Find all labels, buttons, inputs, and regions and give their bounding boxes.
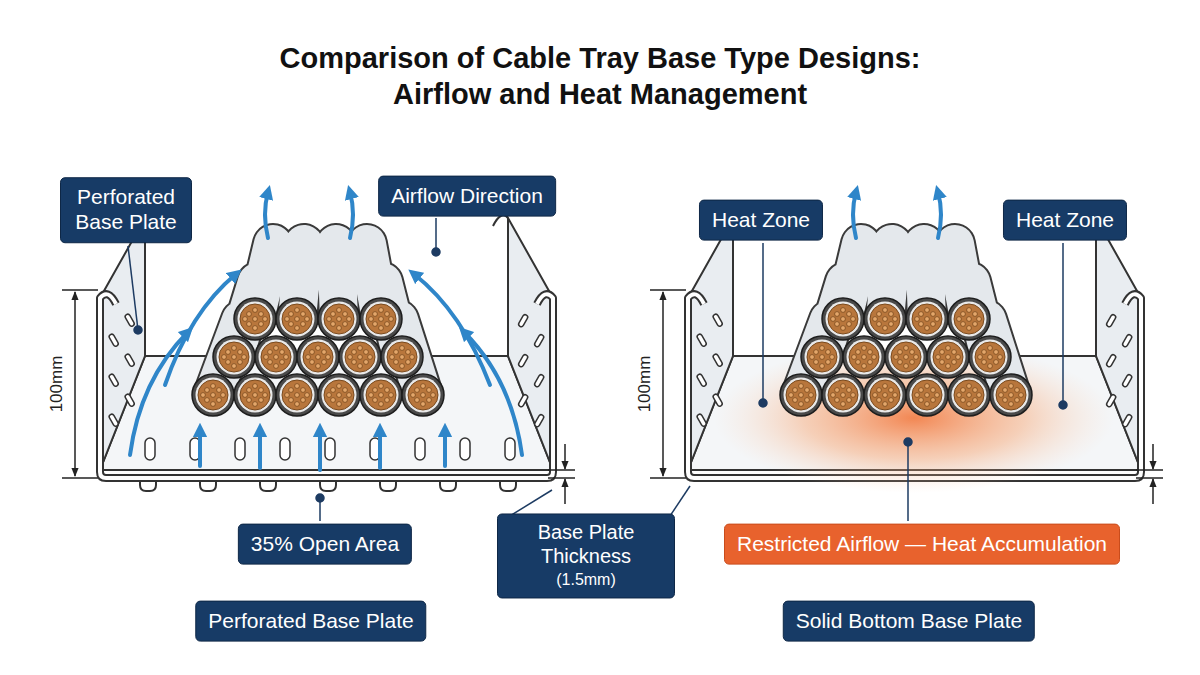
callout-box: 35% Open Area <box>238 524 412 565</box>
callout-box: Base Plate Thickness (1.5mm) <box>497 513 675 598</box>
dimension-lines <box>62 477 98 479</box>
solid-tray <box>780 244 1032 416</box>
airflow-arrows <box>350 192 353 238</box>
box-text: Heat Zone <box>712 208 810 233</box>
leader-lines <box>1062 243 1064 405</box>
dimension-lines <box>564 444 566 469</box>
warning-box: Restricted Airflow — Heat Accumulation <box>724 524 1120 565</box>
box-text: Airflow Direction <box>391 184 543 209</box>
base-corrugation <box>140 480 516 491</box>
leader-lines <box>316 494 324 502</box>
airflow-arrows <box>378 430 382 468</box>
dimension-lines <box>650 289 686 291</box>
dimension-lines <box>62 289 98 291</box>
box-subtext: (1.5mm) <box>510 572 662 591</box>
leader-lines <box>435 218 437 252</box>
floor-perforations <box>460 438 470 460</box>
leader-lines <box>1059 401 1067 409</box>
airflow-arrows <box>165 274 236 385</box>
floor-perforations <box>325 438 335 460</box>
box-text: Perforated Base Plate <box>73 185 179 235</box>
dimension-lines <box>650 477 686 479</box>
airflow-arrows <box>853 192 941 238</box>
floor-perforations <box>505 438 515 460</box>
dimension-lines <box>1136 469 1163 471</box>
perforated-tray <box>100 215 553 478</box>
airflow-arrows <box>318 430 322 470</box>
callout-box: Perforated Base Plate <box>60 177 192 243</box>
dimension-lines <box>74 292 76 476</box>
leader-lines <box>762 243 764 403</box>
airflow-arrows <box>198 430 202 466</box>
callout-box: Heat Zone <box>699 200 823 241</box>
dimension-label: 100mm <box>635 354 655 415</box>
floor-perforations <box>145 438 155 460</box>
leader-lines <box>134 326 142 334</box>
airflow-arrows <box>265 192 268 238</box>
leader-lines <box>759 399 767 407</box>
dimension-lines <box>1152 479 1154 504</box>
box-text: Base Plate Thickness <box>510 521 662 568</box>
dimension-lines <box>548 477 575 479</box>
leader-lines <box>128 218 1067 521</box>
box-text: 35% Open Area <box>251 532 399 557</box>
leader-lines <box>907 442 909 521</box>
leader-lines <box>432 248 440 256</box>
box-text: Heat Zone <box>1016 208 1114 233</box>
floor-perforations <box>415 438 425 460</box>
callout-box: Heat Zone <box>1003 200 1127 241</box>
box-text: Perforated Base Plate <box>208 609 413 634</box>
perforated-tray <box>192 244 444 416</box>
floor-perforations <box>280 438 290 460</box>
caption-box: Perforated Base Plate <box>195 601 426 642</box>
box-text: Restricted Airflow — Heat Accumulation <box>737 532 1107 557</box>
dimension-label: 100mm <box>47 354 67 415</box>
dimension-lines <box>548 469 575 471</box>
airflow-arrows <box>443 430 447 466</box>
dimension-lines <box>62 290 1163 504</box>
airflow-arrows <box>853 192 856 238</box>
dimension-lines <box>662 292 664 476</box>
dimension-lines <box>564 479 566 504</box>
leader-lines <box>128 246 138 330</box>
airflow-arrows <box>938 192 941 238</box>
leader-lines <box>904 438 912 446</box>
airflow-arrows <box>414 274 490 385</box>
callout-box: Airflow Direction <box>378 176 556 217</box>
diagram-title: Comparison of Cable Tray Base Type Desig… <box>250 40 950 112</box>
dimension-lines <box>1136 477 1163 479</box>
floor-perforations <box>235 438 245 460</box>
airflow-arrows <box>258 430 262 468</box>
dimension-lines <box>1152 444 1154 469</box>
caption-box: Solid Bottom Base Plate <box>783 601 1035 642</box>
box-text: Solid Bottom Base Plate <box>796 609 1022 634</box>
solid-tray <box>688 192 1141 493</box>
